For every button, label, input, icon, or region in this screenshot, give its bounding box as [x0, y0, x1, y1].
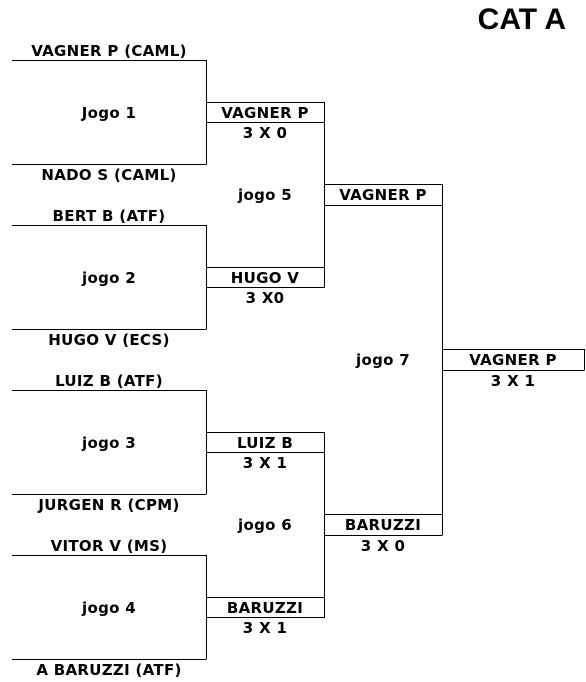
game-label-1: Jogo 1: [81, 104, 137, 122]
r3-winner-1: VAGNER P: [339, 186, 427, 204]
game-label-7: jogo 7: [356, 351, 410, 369]
player-label-7: VITOR V (MS): [50, 537, 168, 555]
r3-box-1: [324, 184, 443, 206]
final-box: [442, 349, 585, 371]
r2-box-2: [206, 267, 325, 288]
r2-winner-4: BARUZZI: [226, 599, 304, 617]
r3-winner-2: BARUZZI: [344, 516, 422, 534]
game-label-3: jogo 3: [82, 434, 136, 452]
r2-winner-3: LUIZ B: [236, 434, 294, 452]
player-label-4: HUGO V (ECS): [48, 331, 170, 349]
r1-bracket-2: [12, 225, 207, 330]
r2-score-3: 3 X 1: [242, 454, 288, 472]
r2-score-2: 3 X0: [245, 289, 285, 307]
r1-bracket-1: [12, 60, 207, 165]
r3-score-2: 3 X 0: [360, 537, 406, 555]
player-label-2: NADO S (CAML): [41, 166, 177, 184]
r2-winner-2: HUGO V: [230, 269, 300, 287]
r2-winner-1: VAGNER P: [221, 104, 309, 122]
game-label-2: jogo 2: [82, 269, 136, 287]
r2-score-1: 3 X 0: [242, 124, 288, 142]
r2-box-3: [206, 432, 325, 453]
r2-box-1: [206, 102, 325, 123]
game-label-6: jogo 6: [238, 516, 292, 534]
game-label-4: jogo 4: [82, 599, 136, 617]
r3-box-2: [324, 514, 443, 536]
r2-box-4: [206, 597, 325, 618]
r1-bracket-3: [12, 390, 207, 495]
player-label-5: LUIZ B (ATF): [55, 372, 163, 390]
champion-score: 3 X 1: [490, 372, 536, 390]
player-label-8: A BARUZZI (ATF): [36, 661, 182, 679]
r1-bracket-4: [12, 555, 207, 660]
player-label-6: JURGEN R (CPM): [38, 496, 180, 514]
player-label-1: VAGNER P (CAML): [31, 42, 187, 60]
champion-name: VAGNER P: [469, 351, 557, 369]
category-title: CAT A: [477, 3, 566, 36]
game-label-5: jogo 5: [238, 186, 292, 204]
r2-score-4: 3 X 1: [242, 619, 288, 637]
player-label-3: BERT B (ATF): [52, 207, 166, 225]
